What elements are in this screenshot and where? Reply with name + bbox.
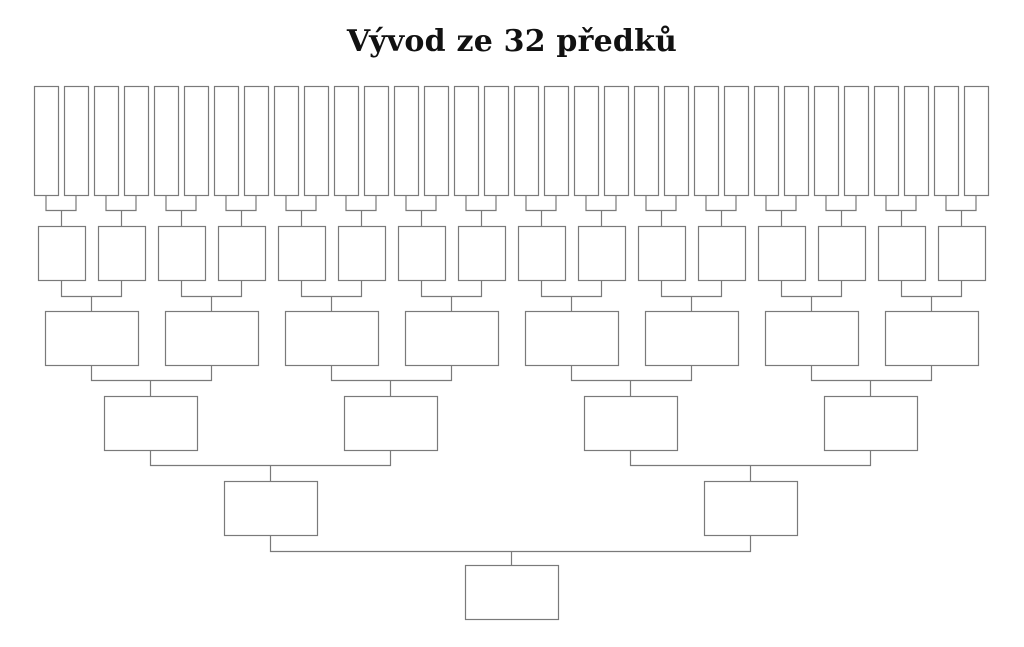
ancestor-box-gen5-15[interactable]: [453, 85, 480, 197]
ancestor-box-gen4-13[interactable]: [757, 225, 807, 282]
connector-line: [900, 280, 963, 312]
ancestor-box-gen3-2[interactable]: [164, 310, 260, 367]
ancestor-box-gen4-8[interactable]: [457, 225, 507, 282]
ancestor-box-gen4-6[interactable]: [337, 225, 387, 282]
connector-line: [60, 280, 123, 312]
connector-line: [570, 365, 693, 397]
connector-line: [420, 280, 483, 312]
ancestor-box-gen5-10[interactable]: [303, 85, 330, 197]
connector-line: [45, 195, 77, 227]
connector-line: [629, 450, 872, 482]
ancestor-box-gen4-14[interactable]: [817, 225, 867, 282]
ancestor-box-gen3-6[interactable]: [644, 310, 740, 367]
ancestor-box-gen4-12[interactable]: [697, 225, 747, 282]
connector-line: [90, 365, 213, 397]
ancestor-box-gen5-30[interactable]: [903, 85, 930, 197]
ancestor-box-gen4-10[interactable]: [577, 225, 627, 282]
connector-line: [269, 535, 752, 566]
connector-line: [825, 195, 857, 227]
connector-line: [345, 195, 377, 227]
ancestor-box-gen4-16[interactable]: [937, 225, 987, 282]
ancestor-box-gen3-1[interactable]: [44, 310, 140, 367]
ancestor-box-gen4-7[interactable]: [397, 225, 447, 282]
ancestor-box-gen5-4[interactable]: [123, 85, 150, 197]
ancestor-box-gen5-8[interactable]: [243, 85, 270, 197]
ancestor-box-gen2-3[interactable]: [583, 395, 679, 452]
ancestor-boxes: [33, 85, 990, 621]
ancestor-box-gen5-24[interactable]: [723, 85, 750, 197]
ancestor-box-gen1-2[interactable]: [703, 480, 799, 537]
page-title: Vývod ze 32 předků: [346, 24, 678, 59]
ancestor-box-gen5-6[interactable]: [183, 85, 210, 197]
ancestor-box-gen5-29[interactable]: [873, 85, 900, 197]
ancestor-box-gen4-9[interactable]: [517, 225, 567, 282]
ancestor-box-gen5-21[interactable]: [633, 85, 660, 197]
ancestor-box-gen2-4[interactable]: [823, 395, 919, 452]
ancestor-box-gen5-19[interactable]: [573, 85, 600, 197]
connector-lines: [45, 195, 977, 566]
ancestor-box-gen5-26[interactable]: [783, 85, 810, 197]
ancestor-box-gen5-11[interactable]: [333, 85, 360, 197]
connector-line: [105, 195, 137, 227]
ancestor-box-gen3-7[interactable]: [764, 310, 860, 367]
ancestor-box-gen5-16[interactable]: [483, 85, 510, 197]
ancestor-box-gen5-2[interactable]: [63, 85, 90, 197]
connector-line: [885, 195, 917, 227]
connector-line: [149, 450, 392, 482]
ancestor-box-gen3-8[interactable]: [884, 310, 980, 367]
connector-line: [285, 195, 317, 227]
ancestor-box-gen2-1[interactable]: [103, 395, 199, 452]
connector-line: [405, 195, 437, 227]
connector-line: [945, 195, 977, 227]
ancestor-box-gen4-1[interactable]: [37, 225, 87, 282]
connector-line: [810, 365, 933, 397]
connector-line: [300, 280, 363, 312]
ancestor-box-gen5-12[interactable]: [363, 85, 390, 197]
connector-line: [225, 195, 257, 227]
connector-line: [330, 365, 453, 397]
connector-line: [180, 280, 243, 312]
ancestor-box-gen2-2[interactable]: [343, 395, 439, 452]
connector-line: [645, 195, 677, 227]
connector-line: [660, 280, 723, 312]
ancestor-box-gen4-15[interactable]: [877, 225, 927, 282]
ancestor-box-gen4-3[interactable]: [157, 225, 207, 282]
ancestor-box-gen5-27[interactable]: [813, 85, 840, 197]
ancestor-box-gen5-22[interactable]: [663, 85, 690, 197]
ancestor-box-gen5-7[interactable]: [213, 85, 240, 197]
connector-line: [465, 195, 497, 227]
ancestor-box-gen4-4[interactable]: [217, 225, 267, 282]
ancestor-box-gen5-28[interactable]: [843, 85, 870, 197]
connector-line: [540, 280, 603, 312]
ancestor-box-gen4-5[interactable]: [277, 225, 327, 282]
ancestor-box-gen3-5[interactable]: [524, 310, 620, 367]
ancestor-box-gen5-14[interactable]: [423, 85, 450, 197]
ancestor-box-gen5-5[interactable]: [153, 85, 180, 197]
connector-line: [525, 195, 557, 227]
ancestor-box-gen5-17[interactable]: [513, 85, 540, 197]
ancestor-box-gen3-3[interactable]: [284, 310, 380, 367]
ancestor-box-gen5-23[interactable]: [693, 85, 720, 197]
ancestor-box-gen5-32[interactable]: [963, 85, 990, 197]
ancestor-box-gen4-11[interactable]: [637, 225, 687, 282]
ancestor-box-gen5-25[interactable]: [753, 85, 780, 197]
ancestor-box-gen5-1[interactable]: [33, 85, 60, 197]
connector-line: [780, 280, 843, 312]
ancestor-box-gen4-2[interactable]: [97, 225, 147, 282]
ancestor-box-gen0-1[interactable]: [464, 564, 560, 621]
ancestor-box-gen3-4[interactable]: [404, 310, 500, 367]
ancestor-box-gen5-31[interactable]: [933, 85, 960, 197]
ancestor-box-gen5-9[interactable]: [273, 85, 300, 197]
connector-line: [165, 195, 197, 227]
ancestor-box-gen5-3[interactable]: [93, 85, 120, 197]
connector-line: [585, 195, 617, 227]
connector-line: [705, 195, 737, 227]
ancestor-box-gen5-20[interactable]: [603, 85, 630, 197]
ancestor-box-gen5-18[interactable]: [543, 85, 570, 197]
connector-line: [765, 195, 797, 227]
ancestor-box-gen1-1[interactable]: [223, 480, 319, 537]
ancestor-box-gen5-13[interactable]: [393, 85, 420, 197]
